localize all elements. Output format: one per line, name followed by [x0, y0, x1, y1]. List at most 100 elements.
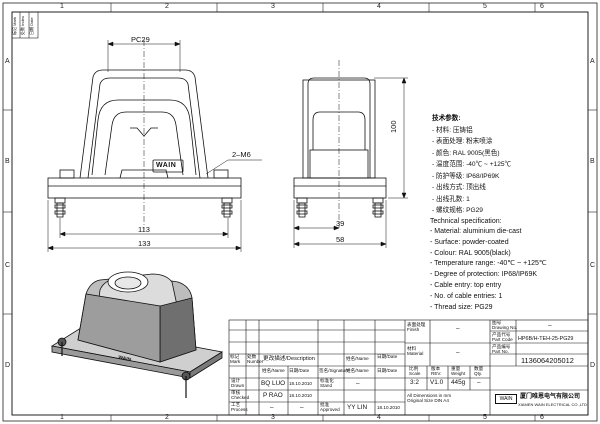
tb-date-header-2: 日期/Date — [377, 368, 398, 373]
specs-en-line: - No. of cable entries: 1 — [430, 292, 503, 300]
tb-part-code-value: HP6B/H-TEH-25-PG29 — [518, 336, 574, 342]
revision-label-index: 处数 Index — [20, 16, 25, 35]
specs-cn-line: - 温度范围: -40℃ ~ +125℃ — [432, 161, 512, 169]
zone-label-B-right: B — [590, 158, 595, 165]
specs-en-block: Technical specification: - Material: alu… — [430, 218, 547, 313]
specs-cn-line: - 出线方式: 顶出线 — [432, 184, 486, 192]
zone-label-3-bottom: 3 — [271, 414, 275, 421]
tb-part-no-label: 产品编号 Part No. — [492, 344, 511, 354]
tb-row-checked-label: 审核 Checked — [231, 390, 250, 400]
tb-name-header: 姓名/Name — [262, 368, 285, 373]
tb-name-header-top: 姓名/Name — [346, 356, 369, 361]
specs-en-title: Technical specification: — [430, 218, 502, 225]
revision-label-mark: 标记 Mark — [12, 17, 17, 35]
tb-approver-name: YY LIN — [347, 404, 368, 411]
tb-row-drawn-date: 18.10.2010 — [289, 381, 312, 386]
dim-58: 58 — [336, 235, 345, 244]
zone-label-A: A — [5, 58, 10, 65]
tb-date-header-top: 日期/Date — [377, 354, 398, 359]
side-view — [293, 60, 387, 228]
specs-cn-line: - 材料: 压铸铝 — [432, 126, 473, 134]
tb-row-drawn-sig: 标准化 Stand — [320, 378, 334, 388]
tb-row-drawn-sigval: – — [356, 380, 360, 387]
front-dimensions — [47, 40, 262, 252]
tb-row-process-date: – — [300, 404, 304, 411]
revision-label-date: 日期 Date — [29, 17, 34, 35]
specs-cn-block: 技术参数: - 材料: 压铸铝 - 表面处理: 粉末喷涂 - 颜色: RAL 9… — [432, 115, 512, 217]
specs-cn-line: - 出线孔数: 1 — [432, 195, 470, 203]
zone-label-C: C — [5, 262, 11, 269]
tb-row-checked-name: P RAO — [263, 392, 283, 399]
zone-label-2-bottom: 2 — [165, 414, 169, 421]
specs-en-line: - Surface: powder-coated — [430, 238, 509, 246]
zone-label-3: 3 — [271, 3, 275, 10]
tb-weight-label: 重量 Weight — [451, 366, 466, 376]
zone-ticks — [3, 3, 597, 421]
dim-133: 133 — [138, 239, 151, 248]
dim-113: 113 — [138, 225, 150, 234]
tb-row-drawn-name: BQ LUO — [261, 380, 286, 387]
tb-index-header: 处数 Number — [247, 354, 264, 364]
tb-approver-date: 18.10.2010 — [377, 405, 400, 410]
specs-cn-line: - 防护等级: IP68/IP69K — [432, 172, 500, 180]
tb-drawing-no-label: 图号 Drawing No. — [492, 320, 518, 330]
specs-en-line: - Temperature range: -40℃ ~ +125℃ — [430, 260, 547, 268]
company-name-cn: 厦门唯恩电气有限公司 — [520, 394, 581, 400]
tb-qty-label: 数量 Qty. — [474, 366, 484, 376]
zone-label-B: B — [5, 158, 10, 165]
specs-en-line: - Degree of protection: IP68/IP69K — [430, 271, 538, 279]
tb-scale-value: 3:2 — [410, 379, 419, 386]
company-name-en: XIAMEN WAIN ELECTRICAL CO.,LTD — [518, 402, 587, 407]
tb-finish-value: – — [456, 325, 460, 332]
zone-label-1-bottom: 1 — [60, 414, 64, 421]
zone-label-2: 2 — [165, 3, 169, 10]
tb-version-label: 版本 REV. — [431, 366, 442, 376]
zone-label-D-right: D — [590, 362, 596, 369]
tb-row-process-sig: 批准 Approved — [320, 402, 340, 412]
zone-label-D: D — [5, 362, 11, 369]
dim-100: 100 — [389, 120, 398, 133]
tb-row-process-label: 工艺 Process — [231, 402, 248, 412]
dim-pc29: PC29 — [131, 35, 150, 44]
front-view — [47, 40, 242, 230]
zone-label-4: 4 — [377, 3, 381, 10]
company-logo-icon: WAIN — [495, 394, 517, 404]
tb-name-header-2: 姓名/Name — [346, 368, 369, 373]
tb-part-code-label: 产品代号 Part Code — [492, 332, 513, 342]
tb-row-checked-date: 18.10.2010 — [289, 393, 312, 398]
zone-label-C-right: C — [590, 262, 596, 269]
specs-en-line: - Thread size: PG29 — [430, 303, 493, 311]
zone-label-4-bottom: 4 — [377, 414, 381, 421]
tb-finish-label: 表面处理 Finish — [407, 322, 426, 332]
tb-row-drawn-label: 设计 Drawn — [231, 378, 245, 388]
tb-weight-value: 445g — [451, 379, 466, 386]
zone-label-6-bottom: 6 — [540, 414, 544, 421]
specs-cn-line: - 颜色: RAL 9005(黑色) — [432, 149, 500, 157]
side-dimensions — [293, 77, 408, 248]
zone-label-5: 5 — [483, 3, 487, 10]
dim-2m6: 2–M6 — [232, 150, 251, 159]
revision-strip — [11, 11, 39, 39]
title-block-grid — [228, 319, 589, 416]
zone-label-5-bottom: 5 — [483, 414, 487, 421]
tb-version-value: V1.0 — [430, 379, 444, 386]
specs-cn-line: - 表面处理: 粉末喷涂 — [432, 138, 493, 146]
specs-cn-title: 技术参数: — [432, 115, 461, 122]
tb-scale-label: 比例 Scale — [409, 366, 421, 376]
tb-date-header: 日期/Date — [289, 368, 310, 373]
tb-row-process-name: – — [270, 404, 274, 411]
specs-en-line: - Material: aluminium die-cast — [430, 228, 522, 235]
logo-front: WAIN — [156, 162, 177, 169]
tb-drawing-no-value: – — [548, 322, 552, 329]
specs-en-line: - Cable entry: top entry — [430, 281, 502, 289]
dim-39: 39 — [336, 219, 345, 228]
zone-label-6: 6 — [540, 3, 544, 10]
tb-footnote: All Dimensions in mm Original Size DIN A… — [407, 393, 452, 403]
company-logo-text: WAIN — [499, 396, 513, 402]
specs-en-line: - Colour: RAL 9005(black) — [430, 249, 511, 257]
tb-part-no-value: 1136064205012 — [521, 356, 574, 365]
tb-description-header: 更改描述/Description — [263, 356, 315, 362]
tb-mark-header: 标记 Mark — [230, 354, 241, 364]
